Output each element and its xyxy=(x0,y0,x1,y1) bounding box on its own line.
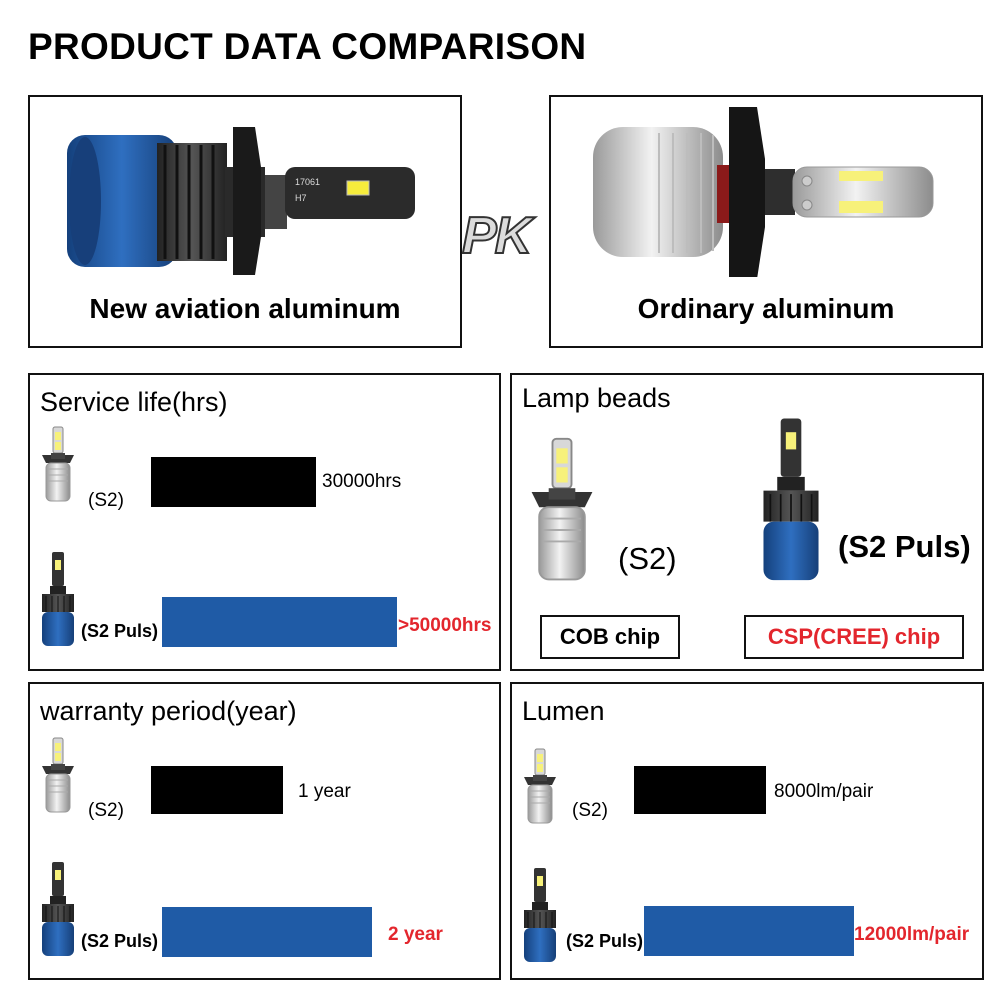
bar-value: 2 year xyxy=(388,924,443,945)
panel-title: Service life(hrs) xyxy=(40,387,228,417)
row-label: (S2 Puls) xyxy=(81,621,159,641)
lumen-panel: Lumen (S2) 8000lm/pair (S2 Puls) 12000lm… xyxy=(510,682,984,980)
bulb-label: (S2) xyxy=(618,541,677,576)
bar-s2 xyxy=(151,457,316,507)
bulb-s2-icon xyxy=(38,425,78,505)
pk-label: PK xyxy=(461,206,533,266)
bulb-label: (S2 Puls) xyxy=(838,529,971,564)
row-label: (S2) xyxy=(88,490,124,511)
right-caption: Ordinary aluminum xyxy=(637,293,895,324)
row-label: (S2) xyxy=(572,800,608,821)
s2-plus-bulb-large-icon: 17061 H7 xyxy=(67,127,415,275)
bulb-s2-plus-icon xyxy=(520,866,560,966)
bulb-s2-plus-icon xyxy=(38,550,78,650)
bar-s2-plus xyxy=(162,597,397,647)
chip-label: COB chip xyxy=(540,615,680,659)
bulb-s2-plus-icon xyxy=(38,860,78,960)
svg-text:H7: H7 xyxy=(295,193,307,203)
new-aluminum-card: 17061 H7 New aviation aluminum xyxy=(28,95,462,348)
row-label: (S2) xyxy=(88,800,124,821)
row-label: (S2 Puls) xyxy=(81,931,159,951)
bar-value: 30000hrs xyxy=(322,471,402,492)
bulb-s2-icon xyxy=(38,736,78,816)
panel-title: Lumen xyxy=(522,696,605,726)
bulb-s2-icon xyxy=(524,430,600,592)
lamp-beads-panel: Lamp beads (S2) (S2 Puls) COB chip CSP(C… xyxy=(510,373,984,671)
svg-text:17061: 17061 xyxy=(295,177,320,187)
bulb-s2-icon xyxy=(520,742,560,832)
left-caption: New aviation aluminum xyxy=(89,293,401,324)
bar-s2 xyxy=(634,766,766,814)
panel-title: Lamp beads xyxy=(522,383,671,413)
bar-value: 1 year xyxy=(298,781,351,802)
chip-label: CSP(CREE) chip xyxy=(744,615,964,659)
service-life-panel: Service life(hrs) (S2) 30000hrs (S2 Puls… xyxy=(28,373,501,671)
bar-value: 8000lm/pair xyxy=(774,781,874,802)
bar-s2 xyxy=(151,766,283,814)
row-label: (S2 Puls) xyxy=(566,931,644,951)
bar-s2-plus xyxy=(644,906,854,956)
bar-value: 12000lm/pair xyxy=(854,924,970,945)
bar-value: >50000hrs xyxy=(398,615,492,636)
page-title: PRODUCT DATA COMPARISON xyxy=(28,26,587,67)
warranty-panel: warranty period(year) (S2) 1 year (S2 Pu… xyxy=(28,682,501,980)
ordinary-aluminum-card: Ordinary aluminum xyxy=(549,95,983,348)
bar-s2-plus xyxy=(162,907,372,957)
bulb-s2-plus-icon xyxy=(752,415,830,587)
panel-title: warranty period(year) xyxy=(40,696,297,726)
s2-bulb-large-icon xyxy=(593,107,934,277)
